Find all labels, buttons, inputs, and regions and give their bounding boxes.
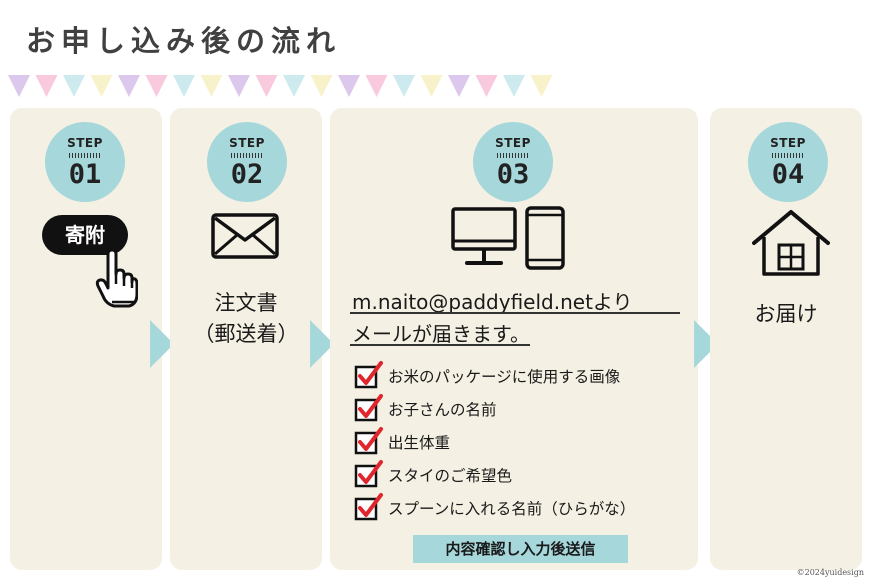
bunting-flag	[420, 75, 443, 97]
step-panel-3: STEP 03	[330, 108, 698, 570]
checklist-item-label: スタイのご希望色	[388, 467, 513, 485]
checklist-item-label: お米のパッケージに使用する画像	[388, 368, 621, 386]
order-form-label: 注文書	[214, 291, 278, 315]
bunting-flag	[338, 75, 360, 97]
step-label: STEP	[67, 136, 103, 150]
bunting-flag	[475, 75, 498, 97]
bunting-flag	[35, 75, 58, 97]
bunting-flag	[8, 75, 30, 97]
bunting-flag	[200, 75, 223, 97]
step-number: 02	[230, 159, 264, 190]
step-label: STEP	[229, 136, 265, 150]
order-form-sublabel: （郵送着）	[193, 322, 299, 346]
step-ticks	[497, 153, 529, 158]
checklist-item-label: スプーンに入れる名前（ひらがな）	[388, 500, 636, 518]
step-number: 04	[771, 159, 805, 190]
bunting-decoration	[8, 75, 553, 97]
email-notice-line: メールが届きます。	[352, 322, 530, 346]
checkbox-checked-icon	[354, 361, 383, 389]
hand-pointer-icon	[95, 248, 138, 308]
bunting-flag	[90, 75, 113, 97]
bunting-flag	[365, 75, 388, 97]
step-number: 03	[496, 159, 530, 190]
house-icon	[752, 210, 830, 276]
step-ticks	[231, 153, 263, 158]
send-instruction-box: 内容確認し入力後送信	[413, 535, 628, 563]
bunting-flag	[173, 75, 195, 97]
step-ticks	[772, 153, 804, 158]
checkbox-checked-icon	[354, 427, 383, 455]
step-number: 01	[68, 159, 102, 190]
underline	[350, 312, 680, 314]
credit-text: ©2024yuidesign	[796, 568, 864, 577]
bunting-flag	[283, 75, 305, 97]
checklist-item-label: 出生体重	[388, 434, 451, 452]
step-badge-1: STEP 01	[45, 122, 125, 202]
bunting-flag	[118, 75, 140, 97]
checklist-item-label: お子さんの名前	[388, 401, 497, 419]
checkbox-checked-icon	[354, 460, 383, 488]
underline	[350, 344, 530, 346]
step-badge-3: STEP 03	[473, 122, 553, 202]
step-panel-4: STEP 04	[710, 108, 862, 570]
bunting-flag	[255, 75, 278, 97]
bunting-flag	[228, 75, 250, 97]
delivery-label: お届け	[754, 302, 818, 326]
bunting-flag	[310, 75, 333, 97]
bunting-flag	[393, 75, 415, 97]
page-title: お申し込み後の流れ	[26, 24, 342, 58]
checkbox-checked-icon	[354, 394, 383, 422]
step-label: STEP	[495, 136, 531, 150]
donate-button[interactable]: 寄附	[42, 215, 128, 255]
step-badge-4: STEP 04	[748, 122, 828, 202]
step-badge-2: STEP 02	[207, 122, 287, 202]
email-address-line: m.naito@paddyfield.netより	[352, 290, 633, 314]
step-panel-1: STEP 01	[10, 108, 162, 570]
computer-phone-icon	[451, 206, 565, 270]
checkbox-checked-icon	[354, 493, 383, 521]
bunting-flag	[503, 75, 525, 97]
step-ticks	[69, 153, 101, 158]
step-label: STEP	[770, 136, 806, 150]
bunting-flag	[448, 75, 470, 97]
envelope-icon	[211, 213, 279, 259]
bunting-flag	[530, 75, 553, 97]
bunting-flag	[145, 75, 168, 97]
step-panel-2: STEP 02	[170, 108, 322, 570]
bunting-flag	[63, 75, 85, 97]
